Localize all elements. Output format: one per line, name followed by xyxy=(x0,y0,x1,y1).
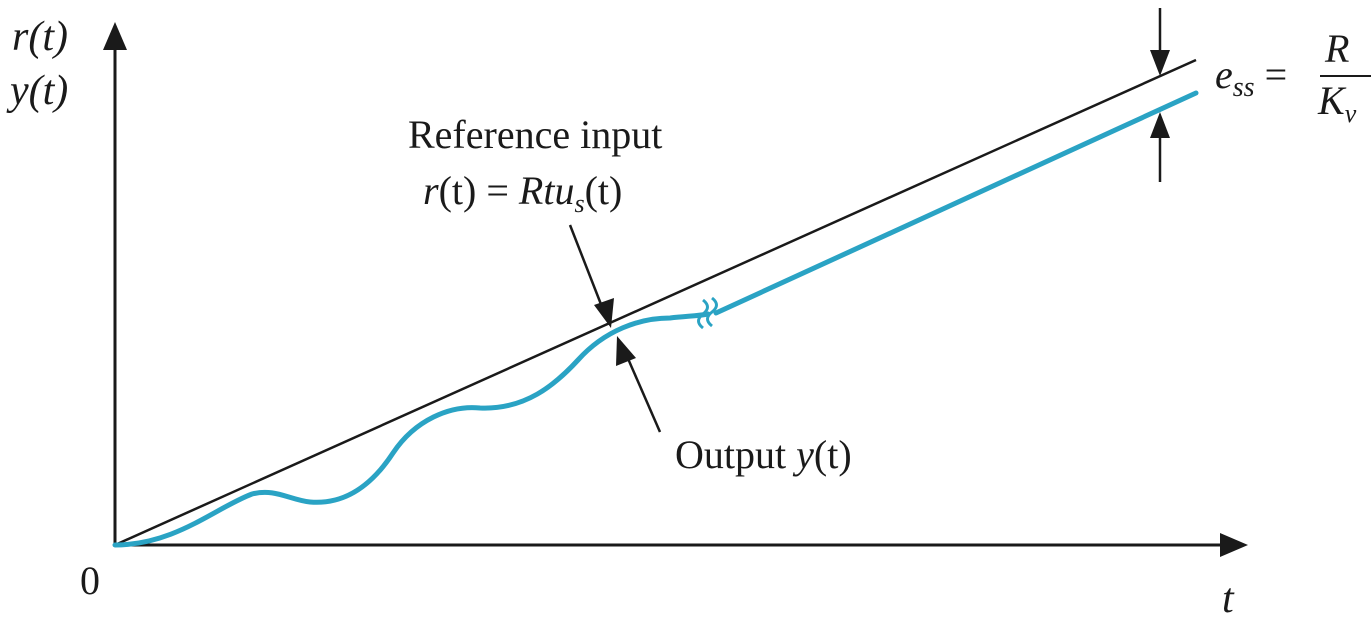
x-axis-arrowhead xyxy=(1220,533,1248,557)
reference-pointer-arrow xyxy=(568,224,606,313)
origin-label: 0 xyxy=(80,558,100,603)
x-axis-label: t xyxy=(1222,576,1235,622)
y-axis-arrowhead xyxy=(103,22,127,50)
y-axis-label-y: y(t) xyxy=(6,68,68,114)
output-pointer-arrowhead xyxy=(616,336,636,366)
output-pointer-arrow xyxy=(624,353,662,433)
output-curve-break-mark xyxy=(697,298,709,330)
reference-pointer-arrowhead xyxy=(594,298,614,328)
ess-arrow-top-head xyxy=(1150,50,1170,76)
y-axis-label-r: r(t) xyxy=(12,14,68,60)
output-curve-break-mark xyxy=(706,296,718,328)
output-curve-steady xyxy=(713,90,1199,316)
ess-numerator: R xyxy=(1324,26,1349,71)
reference-input-title: Reference input xyxy=(408,112,662,157)
output-label: Output y(t) xyxy=(675,432,852,477)
ess-arrow-bottom-head xyxy=(1150,112,1170,138)
ess-denominator: Kv xyxy=(1317,78,1357,128)
reference-input-formula: r(t) = Rtus(t) xyxy=(423,168,622,218)
ess-lhs: ess = xyxy=(1215,52,1287,103)
output-curve-transient xyxy=(112,311,711,548)
reference-input-line xyxy=(114,58,1197,547)
